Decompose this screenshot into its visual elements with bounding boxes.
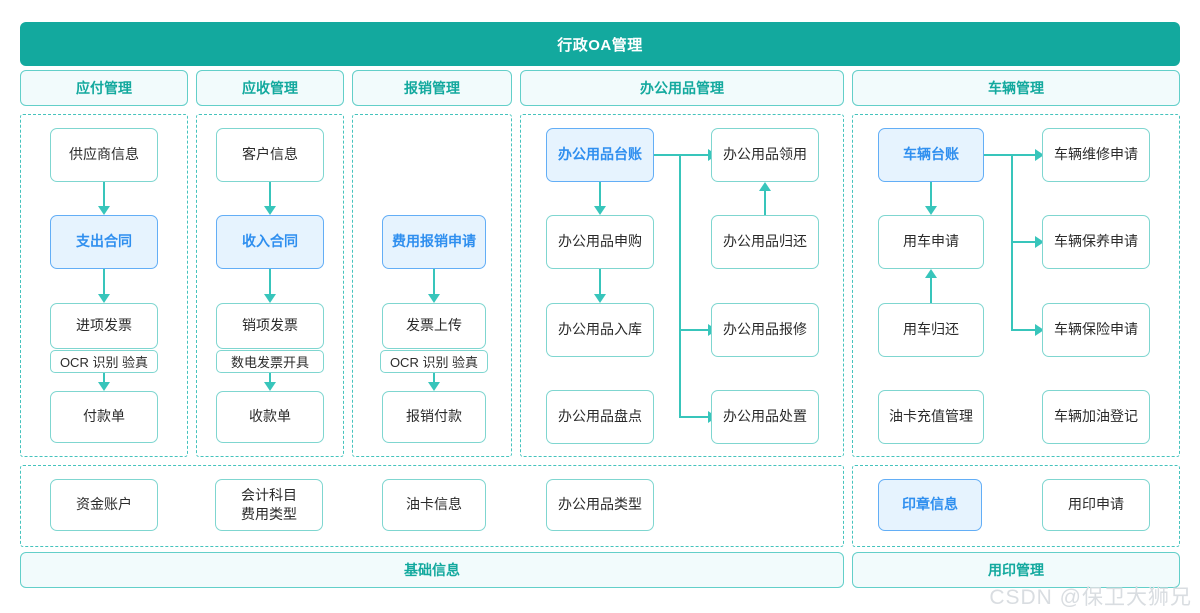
node-invoice-upload-ocr[interactable]: OCR 识别 验真 xyxy=(380,350,488,373)
node-supplies-ledger[interactable]: 办公用品台账 xyxy=(546,128,654,182)
connector-receivable-3 xyxy=(269,373,271,382)
connector-receivable-1 xyxy=(269,182,271,206)
arrowhead-vehicle-branch-3 xyxy=(1035,324,1044,336)
footer-basic-info[interactable]: 基础信息 xyxy=(20,552,844,588)
node-vehicle-request[interactable]: 用车申请 xyxy=(878,215,984,269)
node-vehicle-refuel-log[interactable]: 车辆加油登记 xyxy=(1042,390,1150,444)
node-seal-info[interactable]: 印章信息 xyxy=(878,479,982,531)
arrowhead-vehicle-1 xyxy=(925,206,937,215)
node-expense-claim[interactable]: 费用报销申请 xyxy=(382,215,486,269)
column-header-reimburse[interactable]: 报销管理 xyxy=(352,70,512,106)
arrowhead-supplies-return xyxy=(759,182,771,191)
arrowhead-receivable-2 xyxy=(264,294,276,303)
node-expense-contract[interactable]: 支出合同 xyxy=(50,215,158,269)
node-supplies-issue[interactable]: 办公用品领用 xyxy=(711,128,819,182)
column-header-vehicle[interactable]: 车辆管理 xyxy=(852,70,1180,106)
footer-seal-manage[interactable]: 用印管理 xyxy=(852,552,1180,588)
arrowhead-payable-2 xyxy=(98,294,110,303)
node-account-subject-expense-type[interactable]: 会计科目 费用类型 xyxy=(215,479,323,531)
group-reimburse xyxy=(352,114,512,457)
connector-payable-3 xyxy=(103,373,105,382)
arrowhead-reimburse-1 xyxy=(428,294,440,303)
arrowhead-payable-3 xyxy=(98,382,110,391)
connector-supplies-1 xyxy=(599,182,601,206)
column-header-supplies[interactable]: 办公用品管理 xyxy=(520,70,844,106)
connector-supplies-branch-1 xyxy=(679,154,708,156)
csdn-watermark: CSDN @保卫大狮兄 xyxy=(989,586,1192,609)
connector-vehicle-branch-3 xyxy=(1011,329,1035,331)
connector-supplies-branch-3 xyxy=(679,416,708,418)
node-supplies-instock[interactable]: 办公用品入库 xyxy=(546,303,654,357)
connector-receivable-2 xyxy=(269,269,271,294)
node-supplies-purchase[interactable]: 办公用品申购 xyxy=(546,215,654,269)
node-customer-info[interactable]: 客户信息 xyxy=(216,128,324,182)
node-vehicle-maintain-request[interactable]: 车辆保养申请 xyxy=(1042,215,1150,269)
connector-vehicle-bus-top xyxy=(984,154,1013,156)
connector-vehicle-1 xyxy=(930,182,932,206)
node-supplies-dispose[interactable]: 办公用品处置 xyxy=(711,390,819,444)
arrowhead-supplies-1 xyxy=(594,206,606,215)
connector-supplies-2 xyxy=(599,269,601,294)
node-income-contract[interactable]: 收入合同 xyxy=(216,215,324,269)
connector-vehicle-branch-2 xyxy=(1011,241,1035,243)
node-supplier-info[interactable]: 供应商信息 xyxy=(50,128,158,182)
column-header-payable[interactable]: 应付管理 xyxy=(20,70,188,106)
connector-payable-2 xyxy=(103,269,105,294)
node-vehicle-insurance-request[interactable]: 车辆保险申请 xyxy=(1042,303,1150,357)
node-vehicle-ledger[interactable]: 车辆台账 xyxy=(878,128,984,182)
node-output-invoice[interactable]: 销项发票 xyxy=(216,303,324,349)
node-invoice-upload[interactable]: 发票上传 xyxy=(382,303,486,349)
group-receivable xyxy=(196,114,344,457)
arrowhead-receivable-1 xyxy=(264,206,276,215)
connector-payable-1 xyxy=(103,182,105,206)
connector-supplies-bus-top xyxy=(654,154,697,156)
arrowhead-vehicle-branch-1 xyxy=(1035,149,1044,161)
column-header-receivable[interactable]: 应收管理 xyxy=(196,70,344,106)
node-supplies-inventory[interactable]: 办公用品盘点 xyxy=(546,390,654,444)
group-supplies xyxy=(520,114,844,457)
group-payable xyxy=(20,114,188,457)
arrowhead-supplies-2 xyxy=(594,294,606,303)
node-supplies-type[interactable]: 办公用品类型 xyxy=(546,479,654,531)
arrowhead-reimburse-2 xyxy=(428,382,440,391)
group-basic xyxy=(20,465,844,547)
connector-supplies-bus-vertical xyxy=(679,154,681,417)
connector-supplies-branch-2 xyxy=(679,329,708,331)
node-supplies-repair[interactable]: 办公用品报修 xyxy=(711,303,819,357)
node-input-invoice-ocr[interactable]: OCR 识别 验真 xyxy=(50,350,158,373)
node-receipt-voucher[interactable]: 收款单 xyxy=(216,391,324,443)
node-input-invoice[interactable]: 进项发票 xyxy=(50,303,158,349)
connector-reimburse-1 xyxy=(433,269,435,294)
node-seal-request[interactable]: 用印申请 xyxy=(1042,479,1150,531)
node-output-invoice-issue[interactable]: 数电发票开具 xyxy=(216,350,324,373)
group-seal xyxy=(852,465,1180,547)
arrowhead-vehicle-return xyxy=(925,269,937,278)
node-vehicle-return[interactable]: 用车归还 xyxy=(878,303,984,357)
page-title-banner: 行政OA管理 xyxy=(20,22,1180,66)
connector-supplies-return xyxy=(764,191,766,215)
node-fuelcard-recharge[interactable]: 油卡充值管理 xyxy=(878,390,984,444)
group-vehicle xyxy=(852,114,1180,457)
node-reimburse-payment[interactable]: 报销付款 xyxy=(382,391,486,443)
node-supplies-return[interactable]: 办公用品归还 xyxy=(711,215,819,269)
node-fuelcard-info[interactable]: 油卡信息 xyxy=(382,479,486,531)
connector-reimburse-2 xyxy=(433,373,435,382)
connector-vehicle-return xyxy=(930,278,932,303)
node-fund-account[interactable]: 资金账户 xyxy=(50,479,158,531)
node-payment-voucher[interactable]: 付款单 xyxy=(50,391,158,443)
arrowhead-receivable-3 xyxy=(264,382,276,391)
connector-vehicle-branch-1 xyxy=(1011,154,1035,156)
arrowhead-vehicle-branch-2 xyxy=(1035,236,1044,248)
arrowhead-payable-1 xyxy=(98,206,110,215)
node-vehicle-repair-request[interactable]: 车辆维修申请 xyxy=(1042,128,1150,182)
